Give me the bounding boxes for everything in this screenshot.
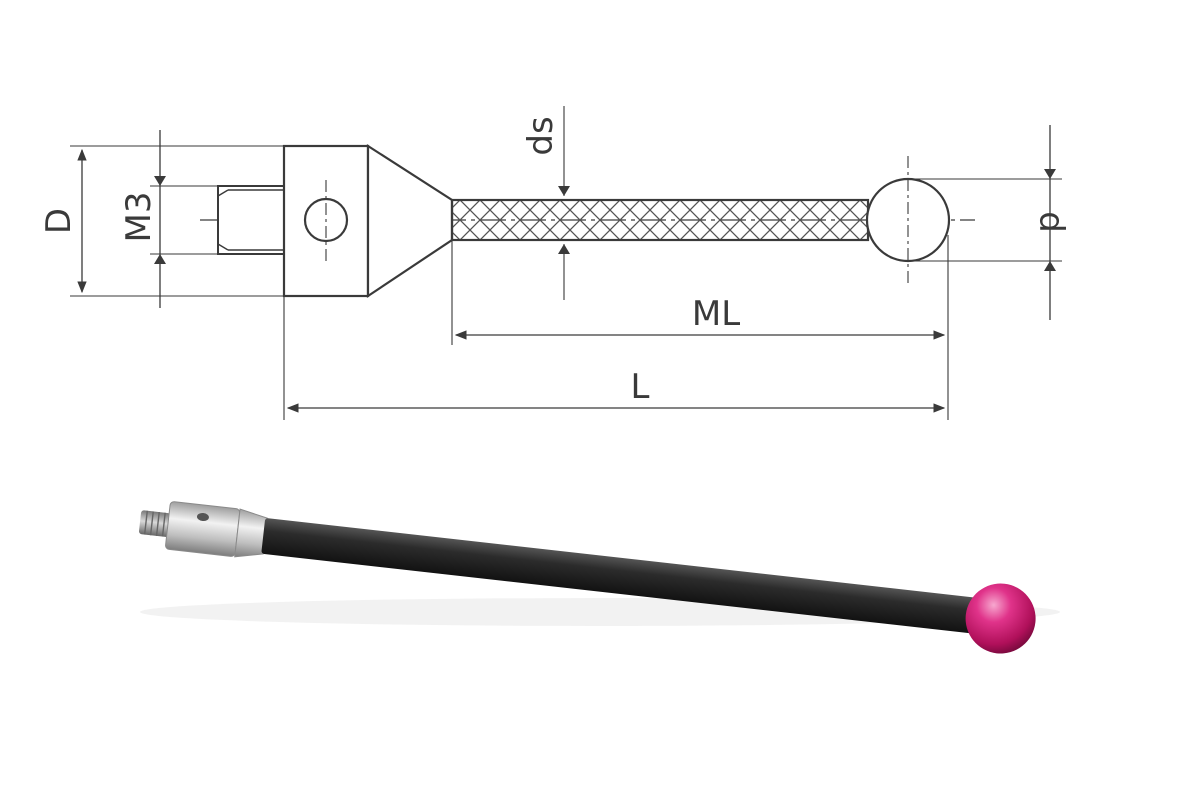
- taper: [366, 143, 454, 299]
- stylus-photo: [138, 501, 1060, 654]
- label-ML: ML: [692, 294, 740, 334]
- thread-outline: [217, 185, 285, 255]
- photo-ruby-ball: [965, 583, 1036, 654]
- technical-drawing: [70, 106, 1062, 420]
- stem-hatched: [450, 198, 870, 242]
- label-M3: M3: [119, 192, 159, 243]
- label-ds: ds: [521, 116, 561, 155]
- label-d: d: [1031, 211, 1071, 233]
- photo-thread: [138, 510, 171, 537]
- photo-steel-body: [165, 501, 268, 558]
- extension-lines: [70, 106, 1062, 420]
- photo-carbon-shaft: [261, 518, 983, 634]
- dimension-lines: [77, 125, 1056, 413]
- label-L: L: [631, 367, 650, 407]
- label-D: D: [39, 208, 79, 234]
